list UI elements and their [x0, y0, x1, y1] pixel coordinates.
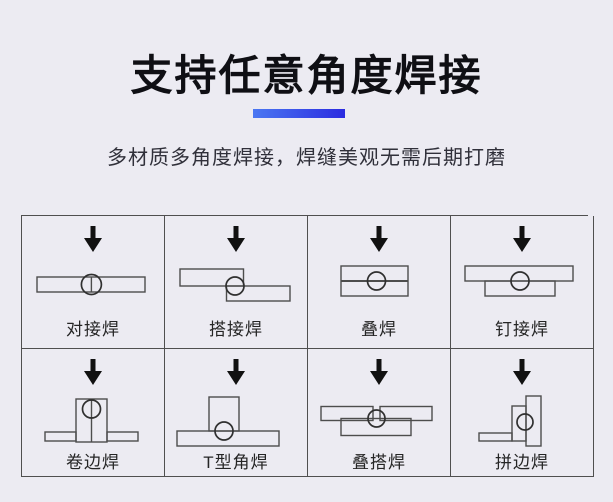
weld-cell-label: 叠焊: [361, 320, 397, 339]
weld-cell-nail: 钉接焊: [451, 216, 594, 349]
weld-cell-label: T型角焊: [203, 453, 269, 472]
page-subtitle: 多材质多角度焊接，焊缝美观无需后期打磨: [107, 147, 506, 169]
down-arrow-icon: [84, 359, 102, 385]
weld-cell-label: 钉接焊: [495, 320, 549, 339]
down-arrow-icon: [513, 226, 531, 252]
weld-cell-t-fillet: T型角焊: [165, 349, 308, 477]
edge-joint-weld-icon: [478, 395, 542, 447]
down-arrow-icon: [370, 359, 388, 385]
down-arrow-icon: [370, 226, 388, 252]
weld-types-grid: 对接焊 搭接焊 叠焊 钉接焊: [21, 215, 594, 477]
down-arrow-icon: [513, 359, 531, 385]
down-arrow-icon: [227, 226, 245, 252]
title-underline-bar: [253, 109, 345, 118]
weld-cell-stack-lap: 叠搭焊: [308, 349, 451, 477]
weld-cell-butt: 对接焊: [22, 216, 165, 349]
stack-weld-icon: [340, 265, 409, 297]
weld-cell-label: 对接焊: [66, 320, 120, 339]
down-arrow-icon: [84, 226, 102, 252]
weld-cell-edge-joint: 拼边焊: [451, 349, 594, 477]
lap-weld-icon: [179, 268, 291, 302]
stack-lap-weld-icon: [320, 405, 433, 437]
weld-cell-label: 拼边焊: [495, 453, 549, 472]
butt-weld-icon: [36, 273, 146, 296]
down-arrow-icon: [227, 359, 245, 385]
weld-cell-label: 卷边焊: [66, 453, 120, 472]
flanged-edge-weld-icon: [44, 398, 139, 443]
t-fillet-weld-icon: [176, 396, 280, 447]
nail-weld-icon: [464, 265, 574, 297]
weld-cell-flanged-edge: 卷边焊: [22, 349, 165, 477]
weld-cell-lap: 搭接焊: [165, 216, 308, 349]
weld-cell-label: 叠搭焊: [352, 453, 406, 472]
page-title: 支持任意角度焊接: [130, 52, 483, 99]
weld-cell-label: 搭接焊: [209, 320, 263, 339]
weld-cell-stack: 叠焊: [308, 216, 451, 349]
